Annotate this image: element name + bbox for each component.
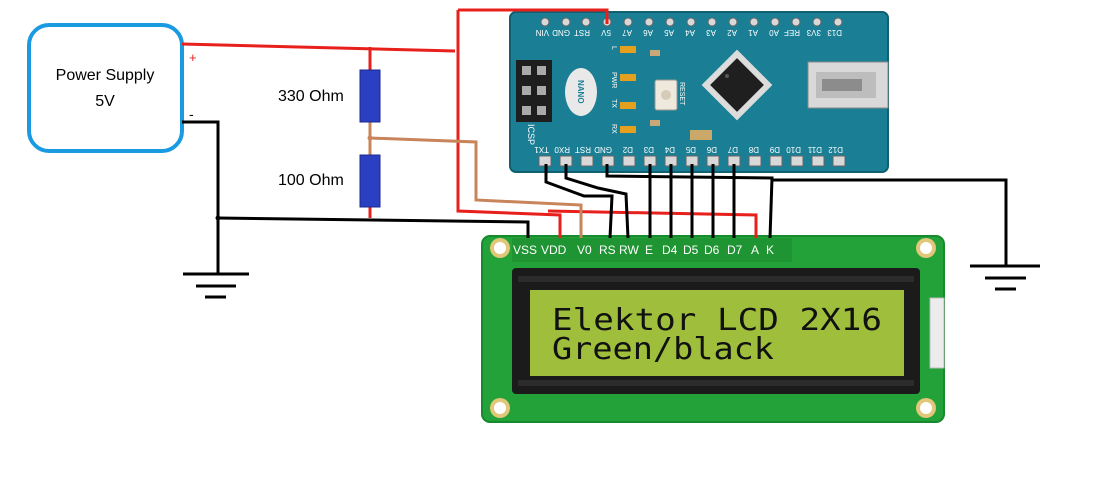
plus-sign: + <box>189 50 197 65</box>
lcd-module: Elektor LCD 2X16 Green/black VSS VDD V0 … <box>481 235 945 423</box>
lcd-header-strip <box>512 238 792 262</box>
arduino-pin-tx1: TX1 <box>534 145 549 154</box>
led-labels: L PWR TX RX <box>610 46 617 134</box>
arduino-pin-rst-bottom: RST <box>575 145 591 154</box>
led-label-rx: RX <box>610 124 617 134</box>
lcd-mounting-holes <box>490 238 936 418</box>
arduino-pin-3v3: 3V3 <box>806 28 821 37</box>
arduino-pin-d5: D5 <box>685 145 696 154</box>
resistor-330-ohm <box>359 69 381 123</box>
lcd-pin-label-a: A <box>751 243 759 257</box>
lcd-pin-label-rw: RW <box>619 243 639 257</box>
arduino-pin-d3: D3 <box>643 145 654 154</box>
arduino-pin-d9: D9 <box>769 145 780 154</box>
lcd-pin-label-vdd: VDD <box>541 243 567 257</box>
lcd-line-1: Elektor LCD 2X16 <box>552 303 882 338</box>
ground-symbol-right-icon <box>970 264 1040 291</box>
power-supply-voltage: 5V <box>95 93 115 110</box>
arduino-pin-d13: D13 <box>827 28 842 37</box>
lcd-side-connector <box>929 297 945 369</box>
arduino-pin-gnd-bottom: GND <box>594 145 612 154</box>
minus-sign: - <box>189 106 194 122</box>
arduino-pin-a2: A2 <box>727 28 737 37</box>
lcd-pin-label-k: K <box>766 243 774 257</box>
arduino-pin-d4: D4 <box>664 145 675 154</box>
led-label-l: L <box>610 46 617 50</box>
arduino-pin-a4: A4 <box>685 28 695 37</box>
reset-button-icon <box>654 79 678 111</box>
arduino-pin-a3: A3 <box>706 28 716 37</box>
usb-connector-icon <box>807 61 889 109</box>
arduino-pin-d10: D10 <box>786 145 801 154</box>
arduino-top-header <box>540 17 843 27</box>
lcd-line-2: Green/black <box>552 332 774 367</box>
arduino-pin-a7: A7 <box>622 28 632 37</box>
lcd-screen <box>530 290 904 376</box>
resistor-330-ohm-label: 330 Ohm <box>278 88 344 105</box>
arduino-pin-d7: D7 <box>727 145 738 154</box>
ground-symbol-left-icon <box>183 270 249 299</box>
lcd-pin-label-d6: D6 <box>704 243 720 257</box>
black-wires <box>182 120 1008 270</box>
lcd-pin-label-vss: VSS <box>513 243 537 257</box>
arduino-bottom-pin-labels: TX1 RX0 RST GND D2 D3 D4 D5 D6 D7 D8 D9 … <box>534 145 843 154</box>
icsp-header <box>516 60 552 122</box>
arduino-pin-a0: A0 <box>769 28 779 37</box>
arduino-pin-d2: D2 <box>622 145 633 154</box>
lcd-pin-label-d5: D5 <box>683 243 699 257</box>
nano-logo-label: NANO <box>576 80 585 104</box>
led-label-tx: TX <box>610 99 617 108</box>
arduino-pin-a1: A1 <box>748 28 758 37</box>
power-supply: Power Supply 5V + - <box>27 23 197 153</box>
arduino-pin-a6: A6 <box>643 28 653 37</box>
power-supply-title: Power Supply <box>56 67 155 84</box>
lcd-pin-label-d4: D4 <box>662 243 678 257</box>
lcd-pin-label-v0: V0 <box>577 243 592 257</box>
resistor-100-ohm <box>359 154 381 208</box>
arduino-pin-a5: A5 <box>664 28 674 37</box>
status-leds <box>620 46 636 133</box>
arduino-pin-5v: 5V <box>601 28 611 37</box>
arduino-pin-d6: D6 <box>706 145 717 154</box>
arduino-pin-ref: REF <box>784 28 800 37</box>
lcd-pin-label-d7: D7 <box>727 243 743 257</box>
arduino-pin-d12: D12 <box>828 145 843 154</box>
arduino-pin-rst-top: RST <box>574 28 590 37</box>
wires <box>181 8 1008 270</box>
red-wires <box>181 8 758 238</box>
icsp-label: ICSP <box>526 124 536 145</box>
arduino-pin-gnd-top: GND <box>552 28 570 37</box>
arduino-pin-d11: D11 <box>807 145 822 154</box>
arduino-pin-d8: D8 <box>748 145 759 154</box>
nano-logo-icon <box>565 68 597 116</box>
power-supply-box <box>27 23 184 153</box>
arduino-pin-rx0: RX0 <box>554 145 570 154</box>
resistor-100-ohm-label: 100 Ohm <box>278 172 344 189</box>
arduino-top-pin-labels: D13 3V3 REF A0 A1 A2 A3 A4 A5 A6 A7 5V R… <box>535 28 842 37</box>
lcd-pin-label-e: E <box>645 243 653 257</box>
reset-label: RESET <box>678 82 685 106</box>
lcd-pin-label-rs: RS <box>599 243 616 257</box>
arduino-pin-vin: VIN <box>535 28 549 37</box>
arduino-nano: D13 3V3 REF A0 A1 A2 A3 A4 A5 A6 A7 5V R… <box>509 11 889 173</box>
led-label-pwr: PWR <box>610 72 617 88</box>
lcd-pin-labels: VSS VDD V0 RS RW E D4 D5 D6 D7 A K <box>513 243 774 257</box>
